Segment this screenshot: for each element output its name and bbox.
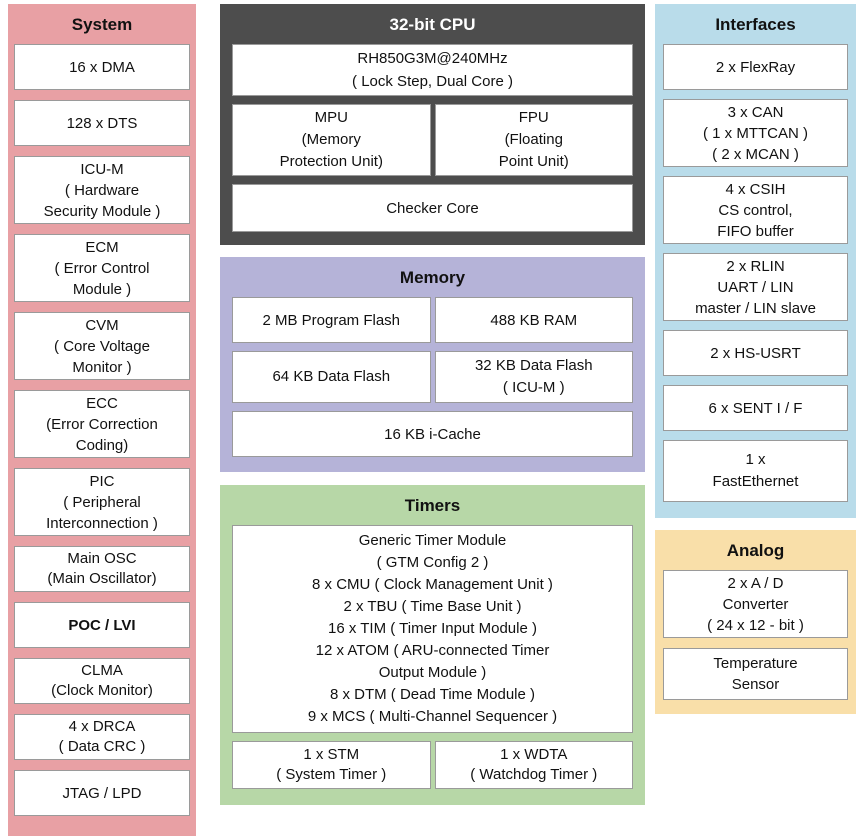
gtm-block: Generic Timer Module ( GTM Config 2 ) 8 … bbox=[232, 525, 633, 733]
memory-row-1: 2 MB Program Flash 488 KB RAM bbox=[232, 297, 633, 343]
system-block-list: 16 x DMA 128 x DTS ICU-M ( Hardware Secu… bbox=[14, 44, 190, 816]
system-block-ecm: ECM ( Error Control Module ) bbox=[14, 234, 190, 302]
memory-panel: Memory 2 MB Program Flash 488 KB RAM 64 … bbox=[220, 257, 645, 472]
csih-block: 4 x CSIH CS control, FIFO buffer bbox=[663, 176, 848, 244]
timers-panel: Timers Generic Timer Module ( GTM Config… bbox=[220, 485, 645, 805]
temperature-sensor-block: Temperature Sensor bbox=[663, 648, 848, 700]
fast-ethernet-block: 1 x FastEthernet bbox=[663, 440, 848, 502]
memory-panel-title: Memory bbox=[399, 268, 466, 287]
system-block-dma: 16 x DMA bbox=[14, 44, 190, 90]
timers-block-list: Generic Timer Module ( GTM Config 2 ) 8 … bbox=[232, 525, 633, 789]
interfaces-panel: Interfaces 2 x FlexRay 3 x CAN ( 1 x MTT… bbox=[655, 4, 856, 518]
memory-block-list: 2 MB Program Flash 488 KB RAM 64 KB Data… bbox=[232, 297, 633, 457]
ram-block: 488 KB RAM bbox=[434, 297, 633, 343]
analog-panel-title: Analog bbox=[726, 541, 785, 560]
flexray-block: 2 x FlexRay bbox=[663, 44, 848, 90]
timers-panel-title: Timers bbox=[404, 496, 461, 515]
hs-usrt-block: 2 x HS-USRT bbox=[663, 330, 848, 376]
system-block-jtag-lpd: JTAG / LPD bbox=[14, 770, 190, 816]
fpu-block: FPU (Floating Point Unit) bbox=[434, 104, 633, 176]
system-block-cvm: CVM ( Core Voltage Monitor ) bbox=[14, 312, 190, 380]
memory-row-2: 64 KB Data Flash 32 KB Data Flash ( ICU-… bbox=[232, 351, 633, 403]
system-block-clma: CLMA (Clock Monitor) bbox=[14, 658, 190, 704]
checker-core-block: Checker Core bbox=[232, 184, 633, 232]
interfaces-block-list: 2 x FlexRay 3 x CAN ( 1 x MTTCAN ) ( 2 x… bbox=[663, 44, 848, 502]
analog-block-list: 2 x A / D Converter ( 24 x 12 - bit ) Te… bbox=[663, 570, 848, 700]
system-block-pic: PIC ( Peripheral Interconnection ) bbox=[14, 468, 190, 536]
can-block: 3 x CAN ( 1 x MTTCAN ) ( 2 x MCAN ) bbox=[663, 99, 848, 167]
system-block-poc-lvi: POC / LVI bbox=[14, 602, 190, 648]
system-block-ecc: ECC (Error Correction Coding) bbox=[14, 390, 190, 458]
cpu-unit-row: MPU (Memory Protection Unit) FPU (Floati… bbox=[232, 104, 633, 176]
timers-bottom-row: 1 x STM ( System Timer ) 1 x WDTA ( Watc… bbox=[232, 741, 633, 789]
interfaces-panel-title: Interfaces bbox=[715, 15, 796, 34]
cpu-block-list: RH850G3M@240MHz ( Lock Step, Dual Core )… bbox=[232, 44, 633, 232]
cpu-core-block: RH850G3M@240MHz ( Lock Step, Dual Core ) bbox=[232, 44, 633, 96]
rlin-block: 2 x RLIN UART / LIN master / LIN slave bbox=[663, 253, 848, 321]
wdta-block: 1 x WDTA ( Watchdog Timer ) bbox=[434, 741, 633, 789]
analog-panel: Analog 2 x A / D Converter ( 24 x 12 - b… bbox=[655, 530, 856, 714]
system-block-icu-m: ICU-M ( Hardware Security Module ) bbox=[14, 156, 190, 224]
program-flash-block: 2 MB Program Flash bbox=[232, 297, 431, 343]
cpu-panel-title: 32-bit CPU bbox=[389, 15, 476, 34]
data-flash-block: 64 KB Data Flash bbox=[232, 351, 431, 403]
stm-block: 1 x STM ( System Timer ) bbox=[232, 741, 431, 789]
system-block-drca: 4 x DRCA ( Data CRC ) bbox=[14, 714, 190, 760]
data-flash-icum-block: 32 KB Data Flash ( ICU-M ) bbox=[434, 351, 633, 403]
memory-row-3: 16 KB i-Cache bbox=[232, 411, 633, 457]
cpu-panel: 32-bit CPU RH850G3M@240MHz ( Lock Step, … bbox=[220, 4, 645, 245]
system-panel: System 16 x DMA 128 x DTS ICU-M ( Hardwa… bbox=[8, 4, 196, 836]
mpu-block: MPU (Memory Protection Unit) bbox=[232, 104, 431, 176]
adc-block: 2 x A / D Converter ( 24 x 12 - bit ) bbox=[663, 570, 848, 638]
system-block-dts: 128 x DTS bbox=[14, 100, 190, 146]
system-panel-title: System bbox=[71, 15, 133, 34]
system-block-main-osc: Main OSC (Main Oscillator) bbox=[14, 546, 190, 592]
sent-block: 6 x SENT I / F bbox=[663, 385, 848, 431]
icache-block: 16 KB i-Cache bbox=[232, 411, 633, 457]
